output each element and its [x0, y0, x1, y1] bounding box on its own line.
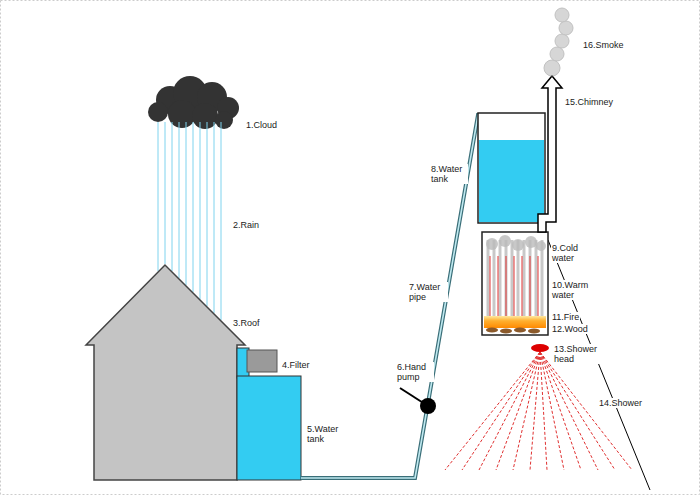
rain-line: [179, 122, 180, 278]
heater-tube: [523, 240, 526, 318]
shower-spray-line: [462, 352, 540, 470]
callout-label: 1.Cloud: [245, 120, 278, 130]
cloud-puff: [148, 102, 168, 122]
shower-spray-line: [479, 352, 540, 470]
callout-label: 12.Wood: [551, 324, 589, 334]
heater-tube: [541, 240, 544, 318]
smoke-puff: [536, 241, 546, 251]
heater-tube: [535, 240, 538, 318]
heater-box: [482, 232, 548, 335]
heater-tube: [487, 240, 490, 318]
tank-water: [479, 140, 544, 222]
filter: [247, 350, 277, 372]
smoke-puff: [559, 21, 573, 35]
shower-spray-line: [445, 352, 540, 470]
callout-label: 6.Hand pump: [396, 362, 434, 382]
warm-water-line: [538, 256, 539, 318]
warm-water-line: [522, 256, 523, 318]
callout-label: 13.Shower head: [553, 344, 601, 364]
heater-tube: [529, 240, 532, 318]
heater-smoke: [486, 235, 546, 251]
heater-tube: [505, 240, 508, 318]
callout-label: 3.Roof: [232, 318, 261, 328]
shower-spray-line: [513, 352, 540, 470]
callout-label: 5.Water tank: [306, 424, 348, 444]
chimney: [538, 76, 562, 232]
wood-log: [514, 328, 526, 333]
rain-line: [186, 122, 187, 285]
callout-label: 11.Fire: [551, 312, 580, 322]
heater-tube: [493, 240, 496, 318]
hand-pump: [420, 398, 436, 414]
warm-water-line: [490, 256, 491, 318]
callout-label: 4.Filter: [281, 360, 311, 370]
shower-spray-line: [496, 352, 540, 470]
callout-label: 8.Water tank: [430, 164, 468, 184]
shower-spray-line: [530, 352, 540, 470]
callout-label: 2.Rain: [232, 220, 260, 230]
shower-spray-line: [540, 352, 615, 470]
heater-tube: [517, 240, 520, 318]
wood-log: [486, 328, 498, 333]
shower-spray-line: [540, 352, 632, 470]
smoke-puff: [550, 47, 564, 61]
smoke: [544, 8, 573, 76]
cloud-puff: [215, 111, 233, 129]
wood-log: [500, 329, 512, 334]
smoke-puff: [555, 8, 569, 22]
rain-line: [158, 122, 159, 271]
warm-water-line: [514, 256, 515, 318]
smoke-puff: [499, 235, 511, 247]
smoke-puff: [555, 34, 569, 48]
warm-water-line: [498, 256, 499, 318]
water-tank: [478, 113, 545, 223]
smoke-puff: [512, 239, 524, 251]
rain-line: [200, 122, 201, 299]
shower-spray-line: [540, 352, 598, 470]
rain-line: [207, 122, 208, 306]
wood: [486, 328, 540, 334]
callout-label: 7.Water pipe: [408, 282, 448, 302]
heater-tube: [511, 240, 514, 318]
support-line: [548, 240, 650, 490]
shower-spray: [445, 352, 632, 470]
callout-label: 9.Cold water: [551, 243, 587, 263]
water-pipe: [301, 115, 486, 478]
warm-water-line: [506, 256, 507, 318]
shower-spray-line: [540, 352, 581, 470]
rain-line: [214, 122, 215, 313]
rain-line: [172, 122, 173, 271]
rain-line: [165, 122, 166, 264]
shower-head: [531, 344, 549, 352]
house: [86, 265, 245, 480]
water-pipe-inner: [301, 115, 486, 478]
heater-tubes: [488, 240, 542, 318]
smoke-puff: [525, 236, 537, 248]
warm-water-line: [530, 256, 531, 318]
warm-water-lines: [490, 256, 538, 318]
water-tank: [237, 376, 301, 480]
shower-spray-line: [540, 352, 547, 470]
callout-label: 14.Shower: [598, 398, 643, 408]
heater-tube: [499, 240, 502, 318]
callout-label: 16.Smoke: [582, 40, 625, 50]
callout-label: 15.Chimney: [564, 97, 614, 107]
rain-line: [221, 122, 222, 320]
smoke-puff: [544, 60, 560, 76]
smoke-puff: [486, 238, 498, 250]
wood-log: [528, 329, 540, 334]
cloud: [148, 76, 239, 129]
rain-line: [193, 122, 194, 292]
callout-label: 10.Warm water: [551, 280, 593, 300]
fire: [484, 316, 546, 328]
